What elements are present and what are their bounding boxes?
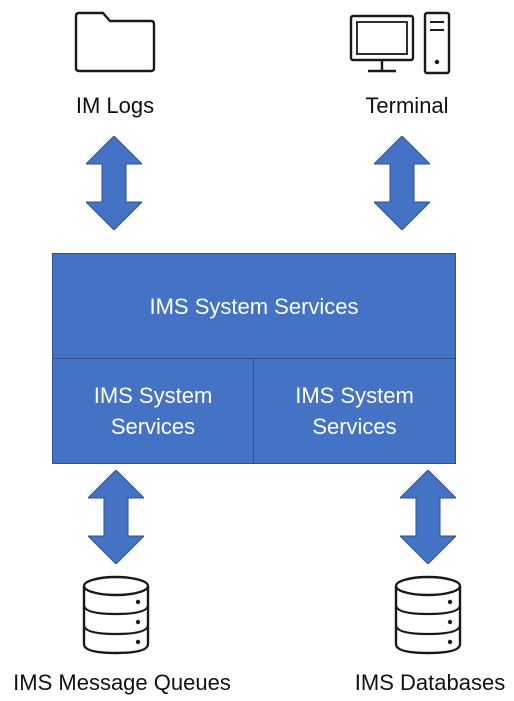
ims-databases-label: IMS Databases [354,670,506,695]
ims-system-services-bottom-right-block: IMS System Services [253,358,456,464]
ims-system-services-bottom-left-line1: IMS System [93,383,213,408]
ims-message-queues-label: IMS Message Queues [13,670,231,695]
folder-icon [74,11,156,73]
ims-system-services-top-label: IMS System Services [149,293,359,319]
bidirectional-arrow-im-logs [86,136,142,230]
database-icon [394,575,462,655]
bidirectional-arrow-databases [400,470,456,564]
database-icon [82,575,150,655]
bidirectional-arrow-terminal [374,136,430,230]
ims-system-services-top-block: IMS System Services [52,253,456,359]
terminal-label: Terminal [365,93,449,118]
ims-system-services-bottom-right-line1: IMS System [295,383,414,408]
computer-terminal-icon [349,11,451,75]
ims-system-services-bottom-left-line2: Services [110,414,196,439]
im-logs-label: IM Logs [75,93,155,118]
bidirectional-arrow-message-queues [88,470,144,564]
ims-system-services-bottom-right-line2: Services [312,414,397,439]
ims-system-services-bottom-left-block: IMS System Services [52,358,254,464]
